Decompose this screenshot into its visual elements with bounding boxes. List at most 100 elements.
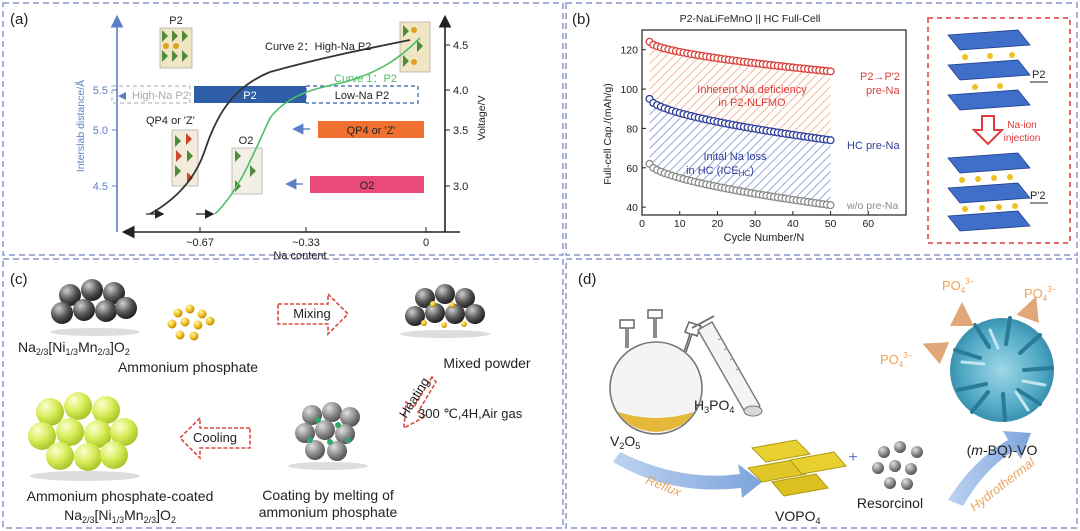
crystal-structure-low-na xyxy=(399,21,431,73)
series-label-hc: HC pre-Na xyxy=(847,140,900,152)
struct-p2-label: P2 xyxy=(169,15,182,27)
b-data-point xyxy=(826,67,835,76)
graduated-cylinder xyxy=(691,315,763,417)
coated-formula: Na2/3[Ni1/3Mn2/3]O2 xyxy=(64,507,176,525)
resorcinol-label: Resorcinol xyxy=(857,495,923,511)
note-na-deficiency: Inherent Na deficiency xyxy=(697,84,807,96)
panel-a-label: (a) xyxy=(10,11,28,28)
mixing-arrow xyxy=(277,292,350,336)
struct-o2-label: O2 xyxy=(239,135,254,147)
panel-b-label: (b) xyxy=(572,11,590,28)
a-left-tick-label: 5.0 xyxy=(93,125,108,137)
mixed-powder-label: Mixed powder xyxy=(443,355,530,371)
a-x-tick-label: ~0.33 xyxy=(292,237,320,249)
panel-d-label: (d) xyxy=(578,271,596,288)
coated-melting-particles xyxy=(288,402,368,470)
resorcinol-particles xyxy=(872,441,923,490)
po4-ion-label: PO43− xyxy=(1024,285,1057,303)
injection-label: injection xyxy=(1004,133,1041,144)
ammonium-phosphate-particles xyxy=(167,304,215,341)
a-right-tick-label: 3.5 xyxy=(453,125,468,137)
hydrothermal-label: Hydrothermal xyxy=(967,454,1039,515)
a-x-axis-label: Na content xyxy=(273,250,326,262)
nmo-particles xyxy=(50,279,140,336)
series-label-p2p2: P2→P'2 xyxy=(860,71,900,83)
h3po4-label: H3PO4 xyxy=(694,397,734,415)
vopo4-plates xyxy=(746,439,847,497)
note-na-deficiency: in P2-NLFMO xyxy=(718,97,786,109)
panel-a: (a) 5.5 5.0 4.5 Interslab distance/Å 4.5… xyxy=(10,11,488,262)
panel-c-label: (c) xyxy=(10,271,28,288)
v2o5-label: V2O5 xyxy=(610,433,640,451)
panel-c: (c) Na2/3[Ni1/3Mn2/3]O2 Ammonium phospha… xyxy=(10,271,531,525)
cooling-label: Cooling xyxy=(193,430,237,445)
a-right-tick-label: 3.0 xyxy=(453,181,468,193)
series-label-p2p2: pre-Na xyxy=(866,85,901,97)
po4-arrow xyxy=(1016,296,1039,324)
injection-label: Na-ion xyxy=(1007,120,1036,131)
product-label: (m-BQ)-VO xyxy=(967,442,1038,458)
a-right-axis-label: Voltage/V xyxy=(476,96,488,141)
melting-label: ammonium phosphate xyxy=(259,504,398,520)
ammonium-phosphate-label: Ammonium phosphate xyxy=(118,359,258,375)
high-na-p2-box xyxy=(111,85,191,104)
panel-d-border xyxy=(565,258,1078,529)
injection-arrow xyxy=(971,115,1005,146)
cooling-arrow xyxy=(178,416,251,460)
b-y-tick-label: 100 xyxy=(620,84,638,96)
po4-ion-label: PO43− xyxy=(880,351,913,369)
mixed-powder-particles xyxy=(400,284,490,338)
p2prime-tag: P'2 xyxy=(1030,190,1046,202)
b-y-tick-label: 60 xyxy=(626,163,638,175)
high-na-p2-label: High-Na P2 xyxy=(132,90,189,102)
a-left-tick-label: 5.5 xyxy=(93,85,108,97)
b-x-axis-label: Cycle Number/N xyxy=(724,232,805,244)
b-x-tick-label: 50 xyxy=(825,218,837,230)
b-plot-frame xyxy=(641,29,907,216)
heating-conditions: 300 ℃,4H,Air gas xyxy=(418,406,523,421)
b-series xyxy=(645,37,835,210)
b-y-tick-label: 40 xyxy=(626,202,638,214)
curve-1-line xyxy=(214,37,421,215)
qp4-bar xyxy=(318,121,424,138)
three-neck-flask xyxy=(609,309,703,435)
crystal-structure-p2 xyxy=(159,27,193,69)
qp4-bar-label: QP4 or 'Z' xyxy=(347,125,396,137)
b-y-tick-label: 80 xyxy=(626,123,638,135)
low-na-p2-box xyxy=(305,85,419,104)
series-label-none: w/o pre-Na xyxy=(846,200,899,212)
coated-label: Ammonium phosphate-coated xyxy=(27,488,214,504)
panel-a-border xyxy=(2,2,564,256)
high-na-arrow xyxy=(118,92,126,100)
b-x-tick-label: 60 xyxy=(862,218,874,230)
nanoflower xyxy=(950,316,1054,422)
note-initial-loss: in HC (ICEHC) xyxy=(686,165,754,178)
b-x-tick-label: 0 xyxy=(639,218,645,230)
mixing-label: Mixing xyxy=(293,306,331,321)
a-right-tick-label: 4.0 xyxy=(453,85,468,97)
panel-d: (d) H3PO4 V2O5 Reflux VOPO4 + xyxy=(578,271,1057,526)
vopo4-label: VOPO4 xyxy=(775,508,820,526)
panel-c-border xyxy=(2,258,564,529)
b-inset-border xyxy=(927,17,1071,244)
hydrothermal-arrow xyxy=(948,431,1031,506)
p2prime-layer-structure xyxy=(947,152,1031,232)
b-x-tick-label: 20 xyxy=(712,218,724,230)
b-y-axis-label: Full-cell Cap./(mAh/g) xyxy=(602,83,614,185)
p2-bar-label: P2 xyxy=(243,90,256,102)
nmo-formula: Na2/3[Ni1/3Mn2/3]O2 xyxy=(18,339,130,357)
p2-bar xyxy=(194,86,306,103)
po4-arrow xyxy=(922,342,950,365)
melting-label: Coating by melting of xyxy=(262,487,394,503)
b-x-tick-label: 30 xyxy=(749,218,761,230)
b-x-tick-label: 10 xyxy=(674,218,686,230)
struct-qp4-label: QP4 or 'Z' xyxy=(146,115,195,127)
a-x-tick-label: 0 xyxy=(423,237,429,249)
a-left-tick-label: 4.5 xyxy=(93,181,108,193)
a-left-axis-label: Interslab distance/Å xyxy=(74,80,87,172)
panel-b-border xyxy=(565,2,1078,256)
a-x-tick-label: ~0.67 xyxy=(186,237,214,249)
